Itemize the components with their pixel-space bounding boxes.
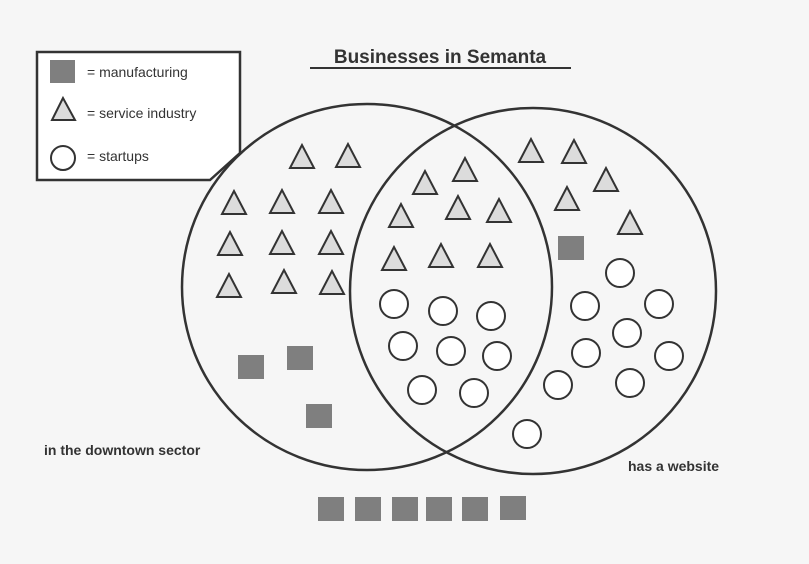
service-marker-left_only: [216, 229, 244, 256]
startup-marker-right_only: [512, 419, 542, 449]
manufacturing-marker-neither: [392, 497, 418, 521]
downtown-sector-label: in the downtown sector: [44, 442, 201, 458]
startup-marker-both: [482, 341, 512, 371]
service-marker-both: [444, 193, 472, 220]
startup-marker-both: [436, 336, 466, 366]
service-marker-right_only: [560, 137, 588, 164]
startup-marker-both: [388, 331, 418, 361]
service-marker-left_only: [317, 228, 345, 255]
service-marker-left_only: [268, 187, 296, 214]
service-marker-left_only: [270, 267, 298, 294]
diagram-title: Businesses in Semanta: [334, 47, 547, 68]
has-website-label: has a website: [628, 458, 719, 474]
business-markers: [215, 136, 684, 521]
manufacturing-marker-neither: [355, 497, 381, 521]
startup-marker-both: [428, 296, 458, 326]
service-marker-both: [451, 155, 479, 182]
startup-marker-both: [379, 289, 409, 319]
startup-marker-both: [476, 301, 506, 331]
service-marker-both: [476, 241, 504, 268]
service-marker-left_only: [288, 142, 316, 169]
service-marker-both: [380, 244, 408, 271]
startup-marker-right_only: [654, 341, 684, 371]
legend-manufacturing-label: = manufacturing: [87, 64, 188, 80]
manufacturing-marker-neither: [500, 496, 526, 520]
legend-service-label: = service industry: [87, 105, 196, 121]
service-marker-both: [485, 196, 513, 223]
legend-box: [35, 50, 242, 182]
service-marker-left_only: [318, 268, 346, 295]
service-marker-left_only: [220, 188, 248, 215]
service-marker-right_only: [592, 165, 620, 192]
service-marker-right_only: [517, 136, 545, 163]
legend-startup-circle-icon: [50, 145, 76, 171]
service-marker-left_only: [334, 141, 362, 168]
startup-marker-right_only: [612, 318, 642, 348]
manufacturing-marker-neither: [462, 497, 488, 521]
startup-marker-both: [459, 378, 489, 408]
legend-manufacturing-square-icon: [50, 60, 75, 83]
manufacturing-marker-neither: [426, 497, 452, 521]
service-marker-both: [411, 168, 439, 195]
service-marker-right_only: [616, 208, 644, 235]
legend-startups-label: = startups: [87, 148, 149, 164]
startup-marker-right_only: [605, 258, 635, 288]
startup-marker-right_only: [543, 370, 573, 400]
service-marker-left_only: [215, 271, 243, 298]
service-marker-both: [387, 201, 415, 228]
service-marker-right_only: [553, 184, 581, 211]
startup-marker-right_only: [571, 338, 601, 368]
manufacturing-marker-left_only: [287, 346, 313, 370]
service-marker-left_only: [317, 187, 345, 214]
has-website-circle: [348, 106, 718, 476]
service-marker-both: [427, 241, 455, 268]
startup-marker-right_only: [644, 289, 674, 319]
downtown-sector-circle: [180, 102, 554, 472]
startup-marker-right_only: [570, 291, 600, 321]
service-marker-left_only: [268, 228, 296, 255]
startup-marker-both: [407, 375, 437, 405]
manufacturing-marker-left_only: [306, 404, 332, 428]
startup-marker-right_only: [615, 368, 645, 398]
manufacturing-marker-neither: [318, 497, 344, 521]
manufacturing-marker-right_only: [558, 236, 584, 260]
manufacturing-marker-left_only: [238, 355, 264, 379]
legend-service-triangle-icon: [50, 95, 77, 121]
